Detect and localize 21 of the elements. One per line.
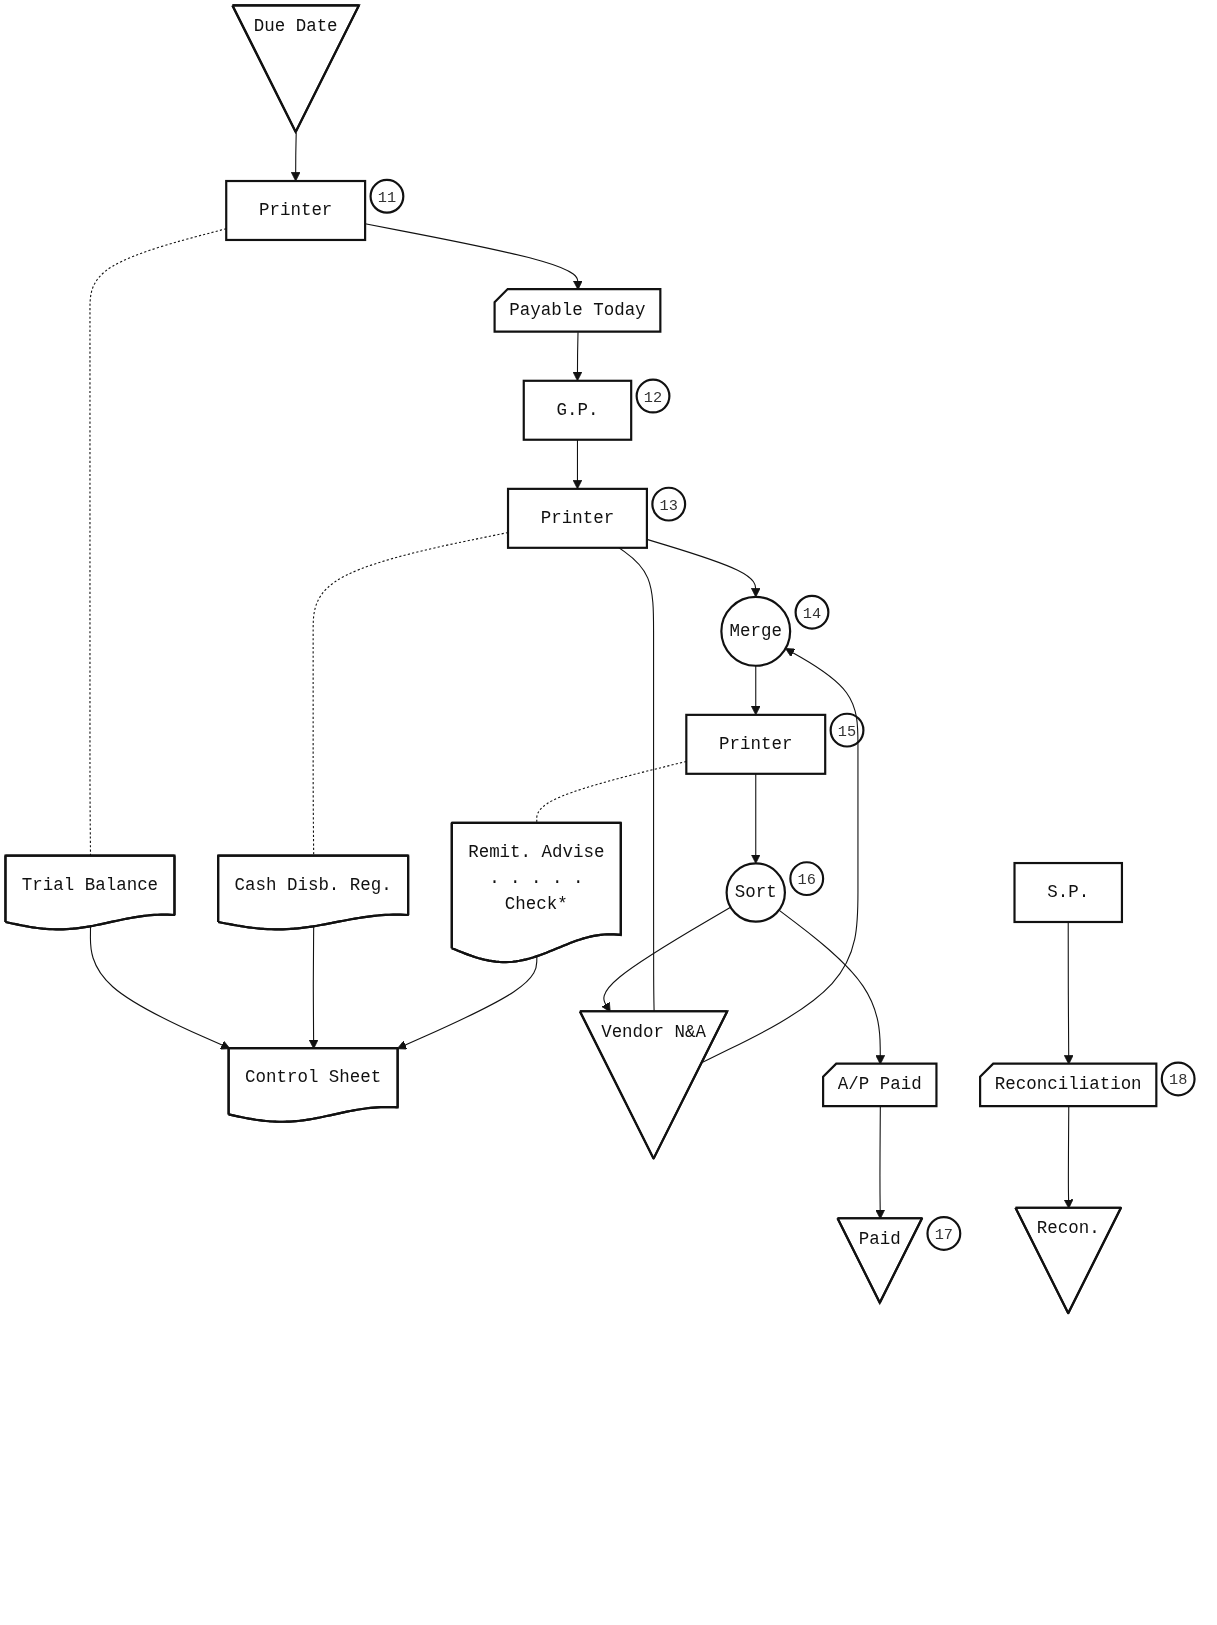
node-box: G.P. <box>522 379 633 441</box>
step-number: 15 <box>829 712 865 748</box>
node-box: Printer <box>506 487 648 549</box>
arrow <box>702 648 859 1063</box>
step-number: 17 <box>926 1216 962 1251</box>
node-circle: Sort <box>725 862 786 923</box>
step-number: 12 <box>635 378 671 414</box>
arrow <box>750 773 761 864</box>
arrow <box>290 131 301 182</box>
step-number: 18 <box>1160 1061 1196 1097</box>
step-number: 13 <box>651 486 687 522</box>
step-number: 16 <box>789 861 825 897</box>
node-box: S.P. <box>1013 861 1124 924</box>
step-number: 11 <box>369 178 405 214</box>
node-box: Printer <box>685 713 827 775</box>
arrow <box>396 956 538 1050</box>
arrow <box>89 926 231 1050</box>
node-circle: Merge <box>720 595 792 667</box>
node-box: Printer <box>225 179 367 242</box>
arrow <box>646 538 761 598</box>
step-number: 14 <box>794 594 830 630</box>
